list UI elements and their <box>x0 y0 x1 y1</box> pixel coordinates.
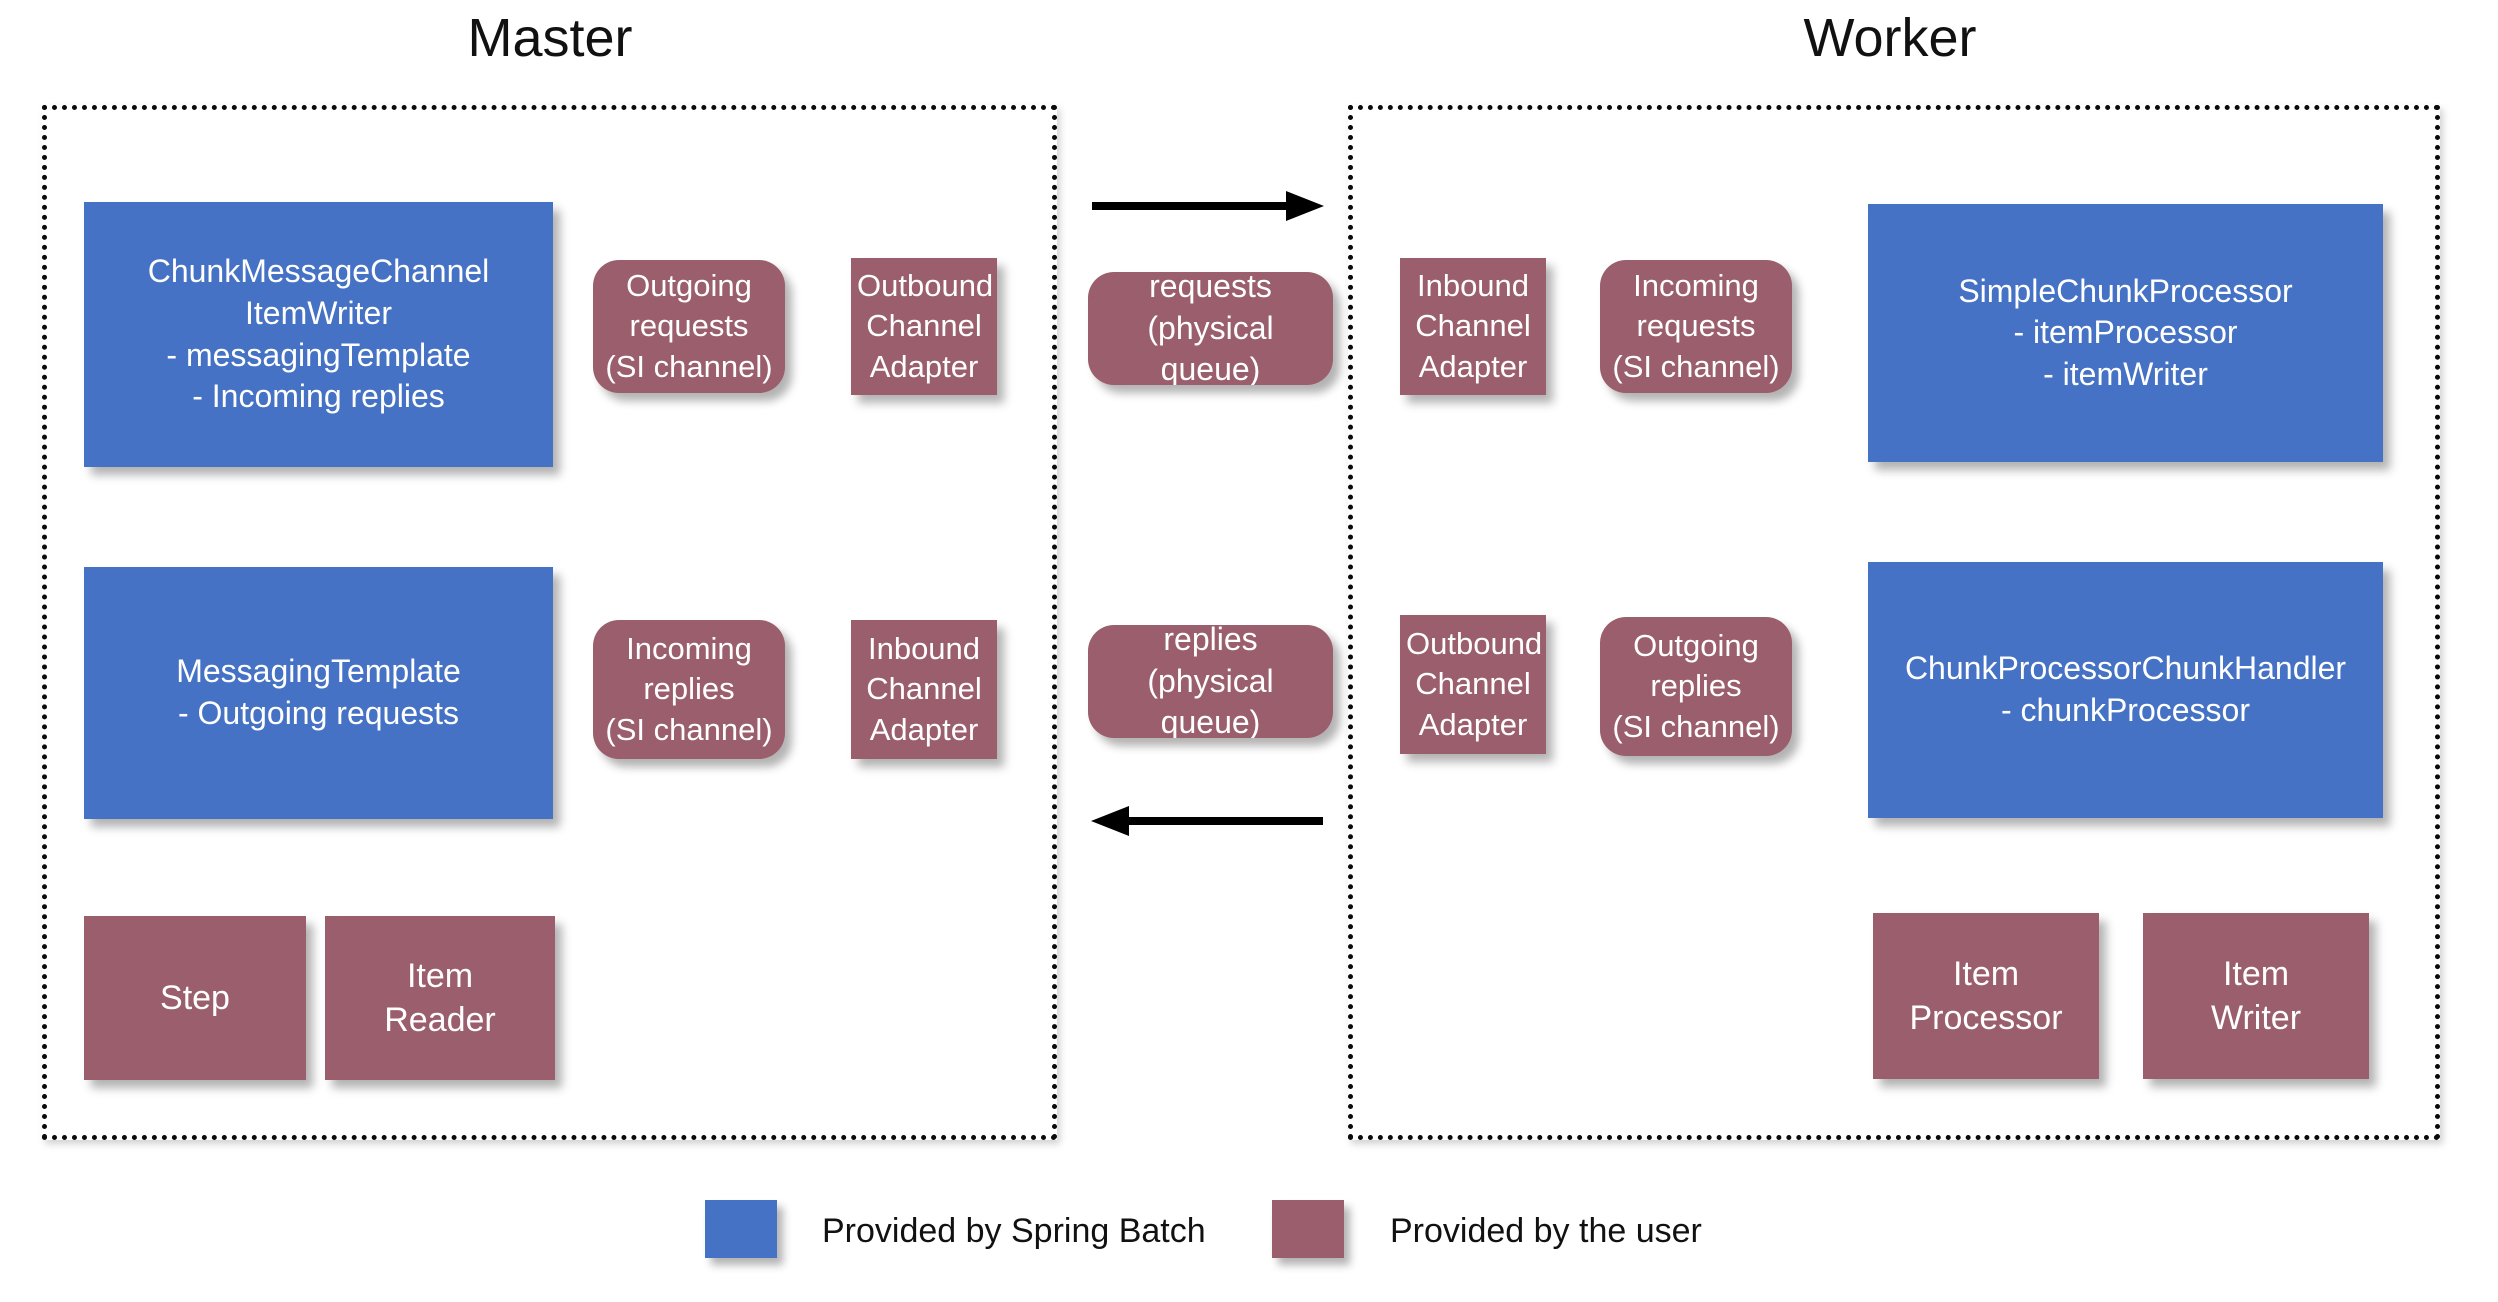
node-item-writer[interactable]: Item Writer <box>2143 913 2369 1079</box>
master-panel-title: Master <box>467 8 633 68</box>
node-simple-chunk-processor[interactable]: SimpleChunkProcessor - itemProcessor - i… <box>1868 204 2383 462</box>
node-worker-outbound-channel-adapter[interactable]: Outbound Channel Adapter <box>1400 615 1546 754</box>
node-label: MessagingTemplate - Outgoing requests <box>176 653 461 731</box>
node-chunk-message-channel-item-writer[interactable]: ChunkMessageChannel ItemWriter - messagi… <box>84 202 553 467</box>
node-outgoing-replies-si-channel[interactable]: Outgoing replies (SI channel) <box>1600 617 1792 756</box>
node-label: Outgoing replies (SI channel) <box>1612 628 1780 744</box>
node-chunk-processor-chunk-handler[interactable]: ChunkProcessorChunkHandler - chunkProces… <box>1868 562 2383 818</box>
arrow-replies-to-master <box>1090 800 1325 842</box>
node-worker-inbound-channel-adapter[interactable]: Inbound Channel Adapter <box>1400 258 1546 395</box>
node-step[interactable]: Step <box>84 916 306 1080</box>
node-label: Item Writer <box>2210 954 2302 1037</box>
node-label: Incoming requests (SI channel) <box>1612 268 1780 384</box>
node-label: SimpleChunkProcessor - itemProcessor - i… <box>1958 272 2293 392</box>
node-master-outbound-channel-adapter[interactable]: Outbound Channel Adapter <box>851 258 997 395</box>
node-label: ChunkMessageChannel ItemWriter - messagi… <box>147 253 490 415</box>
node-label: Step <box>160 978 230 1017</box>
node-item-reader[interactable]: Item Reader <box>325 916 555 1080</box>
node-replies-physical-queue[interactable]: replies (physical queue) <box>1088 625 1333 738</box>
node-label: Incoming replies (SI channel) <box>605 631 773 747</box>
node-label: Outgoing requests (SI channel) <box>605 268 773 384</box>
node-label: Item Processor <box>1909 954 2063 1037</box>
node-item-processor[interactable]: Item Processor <box>1873 913 2099 1079</box>
worker-panel-title: Worker <box>1803 8 1977 68</box>
node-requests-physical-queue[interactable]: requests (physical queue) <box>1088 272 1333 385</box>
node-label: Outbound Channel Adapter <box>857 268 994 384</box>
arrow-requests-to-worker <box>1090 185 1325 227</box>
node-master-inbound-channel-adapter[interactable]: Inbound Channel Adapter <box>851 620 997 759</box>
legend-label-spring-batch: Provided by Spring Batch <box>822 1212 1206 1250</box>
legend-label-user: Provided by the user <box>1390 1212 1702 1250</box>
node-incoming-replies-si-channel[interactable]: Incoming replies (SI channel) <box>593 620 785 759</box>
node-label: Item Reader <box>384 956 496 1039</box>
node-label: requests (physical queue) <box>1147 272 1274 385</box>
legend-swatch-user <box>1272 1200 1344 1258</box>
node-label: Outbound Channel Adapter <box>1406 626 1543 742</box>
node-label: Inbound Channel Adapter <box>866 631 982 747</box>
node-messaging-template[interactable]: MessagingTemplate - Outgoing requests <box>84 567 553 819</box>
node-label: ChunkProcessorChunkHandler - chunkProces… <box>1904 650 2347 728</box>
node-label: replies (physical queue) <box>1147 625 1274 738</box>
node-incoming-requests-si-channel[interactable]: Incoming requests (SI channel) <box>1600 260 1792 393</box>
legend-swatch-spring-batch <box>705 1200 777 1258</box>
node-label: Inbound Channel Adapter <box>1415 268 1531 384</box>
node-outgoing-requests-si-channel[interactable]: Outgoing requests (SI channel) <box>593 260 785 393</box>
